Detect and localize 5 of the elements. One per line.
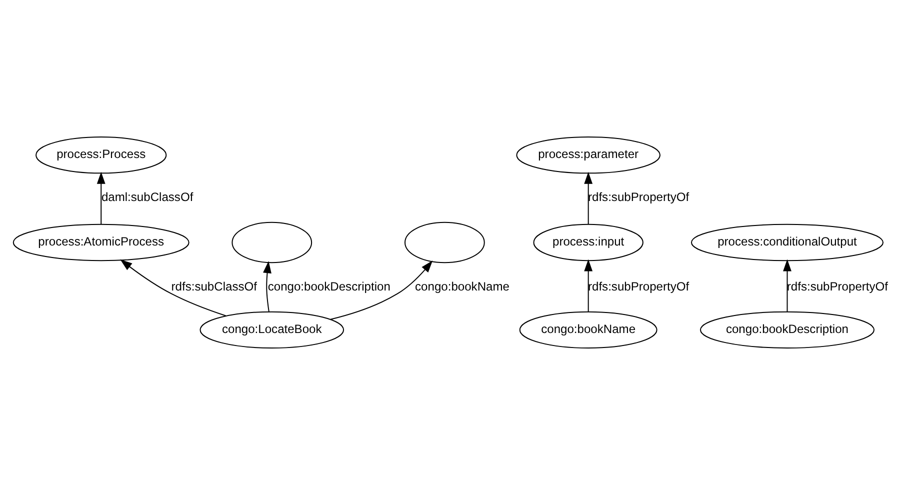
edge-label: daml:subClassOf	[101, 190, 194, 204]
edge-label: congo:bookName	[415, 279, 510, 294]
edge-label: congo:bookDescription	[268, 279, 390, 294]
edge-label: rdfs:subClassOf	[171, 279, 257, 294]
edge-label: rdfs:subPropertyOf	[786, 279, 888, 294]
